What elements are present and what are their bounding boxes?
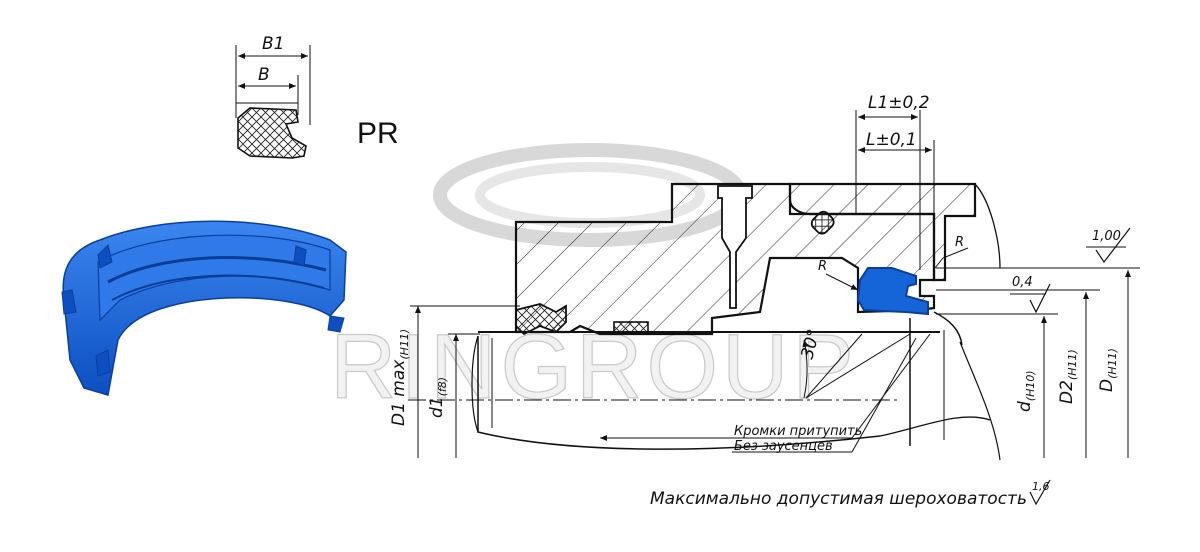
dim-d1-sub: (f8): [436, 377, 449, 396]
svg-text:d1(f8): d1(f8): [427, 377, 449, 418]
profile-section: B1 B PR: [235, 34, 399, 159]
wiper-seal: [515, 303, 567, 336]
seal-3d-render: [61, 220, 347, 396]
pr-seal-section: [856, 267, 929, 316]
note-burrs: Без заусенцев: [734, 439, 833, 454]
dim-b1-label: B1: [262, 34, 284, 54]
guide-strip: [613, 321, 649, 333]
dim-D2-sub: (H11): [1066, 349, 1079, 380]
dim-d-label: d: [1015, 401, 1035, 412]
assembly-section: [408, 182, 1001, 461]
housing-top: [788, 182, 977, 282]
profile-code: PR: [357, 117, 399, 150]
svg-text:D2(H11): D2(H11): [1057, 349, 1079, 404]
dim-b-label: B: [258, 65, 270, 85]
note-edges: Кромки притупить: [734, 424, 862, 439]
dim-D-sub: (H11): [1106, 348, 1119, 379]
radius-label-right: R: [955, 235, 964, 250]
profile-cross-section: [237, 107, 307, 159]
roughness-symbol-icon: [1029, 479, 1051, 506]
dim-d-sub: (H10): [1024, 370, 1037, 401]
dimension-lines: L1±0,2 L±0,1: [410, 93, 1140, 458]
roughness-2-label: 0,4: [1012, 275, 1033, 290]
dim-l-label: L±0,1: [866, 130, 917, 150]
dim-D-label: D: [1097, 379, 1117, 392]
roughness-note-value: 1,6: [1032, 480, 1050, 493]
drawing-labels: R R 1,00 0,4 30° D1 max(H11) d1(f8) d(H1…: [389, 229, 1121, 509]
center-bore: [717, 185, 753, 309]
svg-text:D(H11): D(H11): [1097, 348, 1119, 392]
svg-text:d(H10): d(H10): [1015, 370, 1037, 412]
roughness-note: Максимально допустимая шероховатость: [650, 489, 1027, 509]
dim-d1max-sub: (H11): [398, 329, 411, 360]
dim-l1-label: L1±0,2: [868, 93, 930, 113]
o-ring: [810, 210, 835, 235]
dim-d1max-label: D1 max: [389, 359, 409, 426]
svg-text:D1 max(H11): D1 max(H11): [389, 329, 411, 426]
roughness-1-label: 1,00: [1092, 229, 1121, 244]
dim-D2-label: D2: [1057, 380, 1077, 404]
radius-label-left: R: [818, 259, 827, 274]
dim-d1-label: d1: [427, 396, 447, 418]
